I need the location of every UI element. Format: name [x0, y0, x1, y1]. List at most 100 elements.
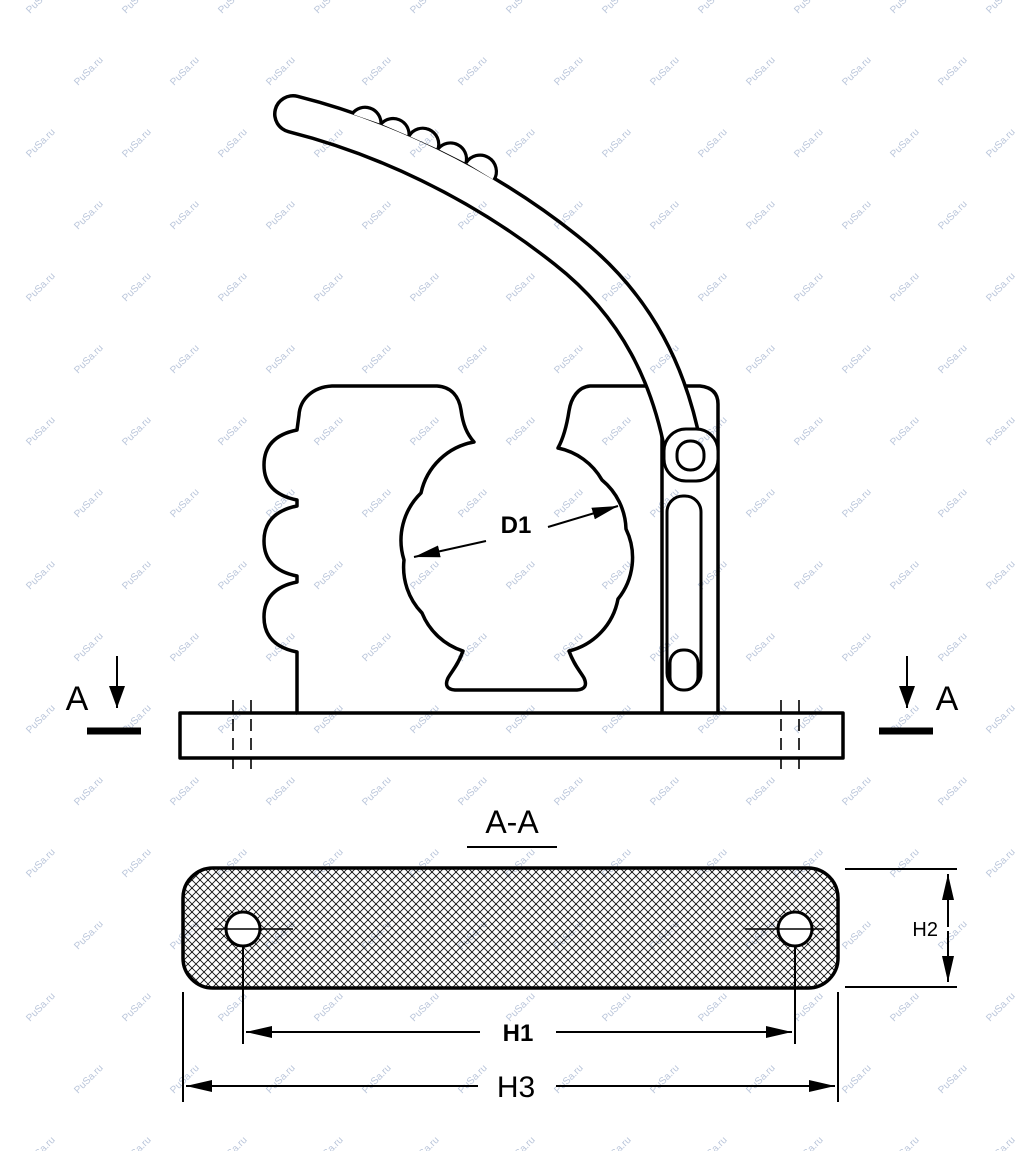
watermark-text: PuSa.ru	[552, 775, 585, 808]
watermark-text: PuSa.ru	[888, 271, 921, 304]
watermark-text: PuSa.ru	[936, 631, 969, 664]
strap-grip-ridge-1	[350, 105, 383, 125]
watermark-text: PuSa.ru	[600, 127, 633, 160]
d1-leader-left	[413, 540, 487, 558]
watermark-text: PuSa.ru	[24, 127, 57, 160]
watermark-text: PuSa.ru	[744, 1063, 777, 1096]
watermark-text: PuSa.ru	[888, 1135, 921, 1151]
watermark-text: PuSa.ru	[168, 343, 201, 376]
clamp-body-outline	[262, 384, 720, 715]
watermark-text: PuSa.ru	[840, 1063, 873, 1096]
watermark-text: PuSa.ru	[936, 775, 969, 808]
watermark-text: PuSa.ru	[24, 415, 57, 448]
section-label-right: A	[936, 680, 959, 718]
watermark-text: PuSa.ru	[792, 127, 825, 160]
watermark-text: PuSa.ru	[72, 775, 105, 808]
watermark-text: PuSa.ru	[120, 415, 153, 448]
watermark-text: PuSa.ru	[360, 1063, 393, 1096]
watermark-text: PuSa.ru	[408, 271, 441, 304]
watermark-text: PuSa.ru	[792, 991, 825, 1024]
watermark-text: PuSa.ru	[168, 775, 201, 808]
watermark-text: PuSa.ru	[24, 991, 57, 1024]
watermark-text: PuSa.ru	[840, 343, 873, 376]
watermark-text: PuSa.ru	[744, 343, 777, 376]
watermark-text: PuSa.ru	[792, 415, 825, 448]
watermark-text: PuSa.ru	[936, 1063, 969, 1096]
watermark-text: PuSa.ru	[24, 559, 57, 592]
section-title-text: A-A	[485, 804, 539, 840]
watermark-text: PuSa.ru	[216, 271, 249, 304]
watermark-text: PuSa.ru	[792, 0, 825, 16]
watermark-text: PuSa.ru	[984, 415, 1017, 448]
watermark-text: PuSa.ru	[264, 343, 297, 376]
watermark-text: PuSa.ru	[936, 55, 969, 88]
watermark-text: PuSa.ru	[792, 559, 825, 592]
watermark-text: PuSa.ru	[792, 1135, 825, 1151]
watermark-text: PuSa.ru	[744, 199, 777, 232]
watermark-text: PuSa.ru	[984, 991, 1017, 1024]
watermark-text: PuSa.ru	[456, 631, 489, 664]
watermark-text: PuSa.ru	[408, 991, 441, 1024]
watermark-text: PuSa.ru	[600, 0, 633, 16]
watermark-text: PuSa.ru	[408, 559, 441, 592]
watermark-text: PuSa.ru	[984, 847, 1017, 880]
watermark-text: PuSa.ru	[984, 559, 1017, 592]
watermark-text: PuSa.ru	[840, 631, 873, 664]
clamp-strap	[273, 94, 720, 483]
h1-dimension: H1	[242, 947, 796, 1047]
watermark-text: PuSa.ru	[216, 0, 249, 16]
watermark-text: PuSa.ru	[72, 199, 105, 232]
watermark-text: PuSa.ru	[216, 559, 249, 592]
strap-grip-ridge-2	[379, 116, 411, 137]
watermark-text: PuSa.ru	[456, 55, 489, 88]
watermark-text: PuSa.ru	[504, 0, 537, 16]
watermark-text: PuSa.ru	[312, 1135, 345, 1151]
watermark-text: PuSa.ru	[312, 991, 345, 1024]
d1-dimension: D1	[413, 505, 619, 558]
watermark-text: PuSa.ru	[888, 991, 921, 1024]
watermark-text: PuSa.ru	[792, 703, 825, 736]
watermark-text: PuSa.ru	[504, 271, 537, 304]
strap-body	[276, 97, 700, 465]
strap-grip-ridge-5	[464, 153, 498, 181]
watermark-text: PuSa.ru	[456, 487, 489, 520]
watermark-text: PuSa.ru	[408, 1135, 441, 1151]
watermark-text: PuSa.ru	[888, 0, 921, 16]
watermark-text: PuSa.ru	[696, 1135, 729, 1151]
watermark-text: PuSa.ru	[120, 847, 153, 880]
h3-label: H3	[497, 1071, 535, 1104]
watermark-text: PuSa.ru	[24, 1135, 57, 1151]
watermark-text: PuSa.ru	[24, 0, 57, 16]
watermark-text: PuSa.ru	[72, 1063, 105, 1096]
watermark-text: PuSa.ru	[840, 775, 873, 808]
watermark-text: PuSa.ru	[552, 55, 585, 88]
watermark-text: PuSa.ru	[312, 271, 345, 304]
watermark-text: PuSa.ru	[216, 127, 249, 160]
watermark-text: PuSa.ru	[552, 1063, 585, 1096]
watermark-text: PuSa.ru	[744, 55, 777, 88]
watermark-text: PuSa.ru	[120, 127, 153, 160]
watermark-text: PuSa.ru	[72, 343, 105, 376]
latch-catch	[668, 648, 700, 692]
watermark-text: PuSa.ru	[648, 55, 681, 88]
watermark-text: PuSa.ru	[24, 271, 57, 304]
watermark-text: PuSa.ru	[936, 919, 969, 952]
watermark-text: PuSa.ru	[264, 1063, 297, 1096]
watermark-text: PuSa.ru	[264, 55, 297, 88]
watermark-text: PuSa.ru	[120, 991, 153, 1024]
watermark-text: PuSa.ru	[888, 127, 921, 160]
section-label-left: A	[66, 680, 89, 718]
watermark-text: PuSa.ru	[168, 199, 201, 232]
watermark-text: PuSa.ru	[72, 631, 105, 664]
watermark-text: PuSa.ru	[360, 775, 393, 808]
watermark-text: PuSa.ru	[696, 0, 729, 16]
watermark-text: PuSa.ru	[168, 487, 201, 520]
section-title: A-A	[467, 804, 557, 848]
watermark-text: PuSa.ru	[360, 199, 393, 232]
section-cut-marker-left: A	[66, 656, 141, 735]
watermark-text: PuSa.ru	[216, 415, 249, 448]
watermark-text: PuSa.ru	[504, 559, 537, 592]
watermark-text: PuSa.ru	[888, 415, 921, 448]
watermark-text: PuSa.ru	[168, 631, 201, 664]
watermark-text: PuSa.ru	[792, 271, 825, 304]
